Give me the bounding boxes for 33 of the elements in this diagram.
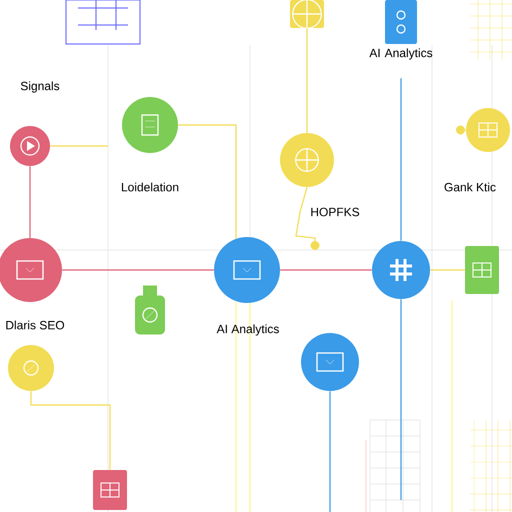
connector-line: [400, 299, 402, 500]
icon-circle: [214, 237, 280, 303]
icon-box: [290, 0, 324, 29]
connector-line: [280, 269, 372, 271]
icon-circle: [8, 345, 54, 391]
connector-line: [50, 145, 108, 147]
text-label: Loidelation: [122, 182, 178, 192]
icon-box: [385, 0, 417, 44]
text-label: AI Analytics: [369, 48, 432, 60]
icon-box: [93, 470, 127, 510]
connector-line: [178, 124, 237, 239]
connector-line: [30, 391, 111, 470]
icon-circle: [280, 133, 334, 187]
text-label: Gank Ktic: [444, 182, 496, 192]
icon-circle: [372, 241, 430, 299]
connector-line: [329, 391, 331, 512]
icon-circle: [301, 333, 359, 391]
connector-line: [295, 187, 320, 250]
connector-line: [62, 269, 214, 271]
connector-line: [456, 126, 466, 134]
connector-line: [29, 166, 31, 238]
icon-circle: [122, 97, 178, 153]
text-label: AI Analytics: [216, 324, 279, 336]
connector-line: [430, 269, 465, 271]
connector-line: [306, 28, 308, 133]
text-label: Dlaris SEO: [6, 320, 64, 330]
icon-circle: [466, 108, 510, 152]
text-label: HOPFKS: [311, 208, 360, 216]
icon-box: [465, 246, 499, 294]
text-label: Signals: [20, 81, 60, 93]
icon-circle: [10, 126, 50, 166]
connector-line: [400, 78, 402, 241]
bottle-icon: [135, 286, 165, 334]
